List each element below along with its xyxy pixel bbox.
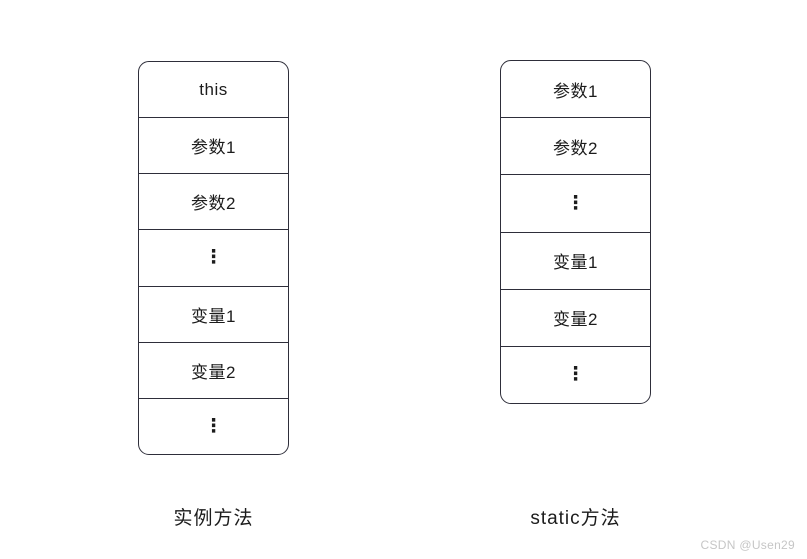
- ellipsis-cell: ⋮: [139, 230, 288, 287]
- ellipsis-cell: ⋮: [566, 364, 585, 386]
- instance-method-stack: this 参数1 参数2 ⋮ 变量1 变量2 ⋮: [138, 61, 289, 455]
- stack-cell-param2: 参数2: [139, 174, 288, 231]
- instance-method-caption: 实例方法: [173, 508, 254, 529]
- stack-cell-param1: 参数1: [139, 118, 288, 175]
- stack-cell-var1: 变量1: [139, 287, 288, 343]
- static-method-stack: 参数1 参数2 ⋮ 变量1 变量2 ⋮: [500, 60, 651, 404]
- stack-cell-param1: 参数1: [501, 61, 650, 119]
- stack-cell-param2: 参数2: [501, 118, 650, 176]
- stack-cell-var1: 变量1: [501, 233, 650, 290]
- ellipsis-cell: ⋮: [204, 415, 223, 437]
- stack-cell-this: this: [139, 62, 288, 119]
- stack-cell-var2: 变量2: [501, 290, 650, 347]
- static-method-caption: static方法: [530, 508, 621, 529]
- ellipsis-cell: ⋮: [501, 175, 650, 233]
- stack-cell-var2: 变量2: [139, 343, 288, 399]
- watermark-text: CSDN @Usen29: [700, 538, 795, 552]
